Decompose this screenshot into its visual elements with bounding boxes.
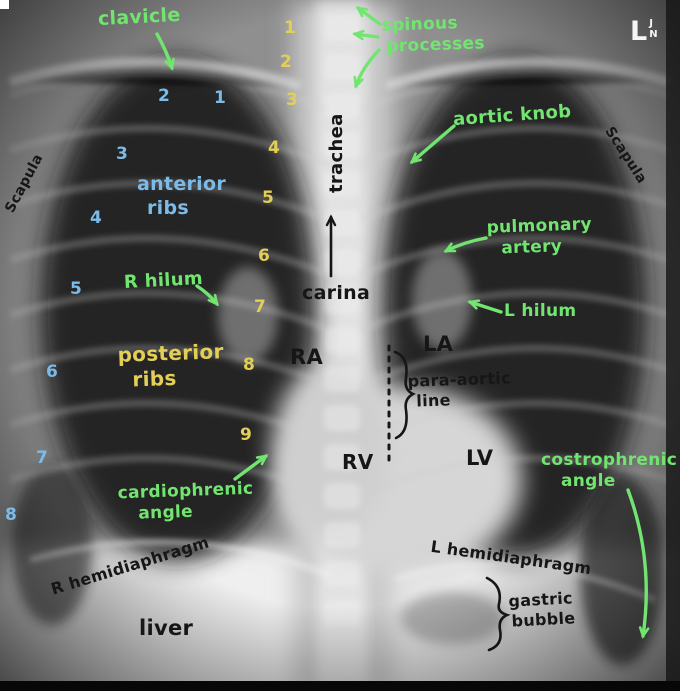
anterior-ribs-line2: ribs [147, 196, 189, 219]
anterior-rib-number-8: 8 [5, 505, 17, 525]
trachea-label: trachea [325, 113, 347, 194]
spinous-process-arrow-top-icon [355, 6, 382, 26]
posterior-rib-number-4: 4 [268, 138, 280, 158]
costophrenic-angle-arrow-icon [626, 488, 650, 639]
aortic-knob-arrow-icon [409, 124, 456, 164]
para-aortic-brace-icon [393, 350, 416, 440]
para-aortic-line2: line [416, 390, 452, 411]
gastric-bubble-brace-icon [485, 576, 511, 652]
clavicle-arrow-icon [155, 32, 175, 71]
posterior-ribs-line1: posterior [117, 339, 225, 367]
spinous-processes-label: spinous processes [381, 12, 485, 58]
film-side-marker: L J N [630, 18, 658, 45]
initial-n: N [649, 29, 658, 40]
posterior-rib-number-6: 6 [258, 246, 270, 266]
rv-label: RV [342, 450, 374, 474]
costophrenic-angle-line2: angle [561, 471, 616, 492]
posterior-ribs-line2: ribs [132, 365, 177, 392]
initial-j: J [649, 18, 653, 29]
liver-label: liver [139, 616, 194, 640]
posterior-rib-number-7: 7 [254, 297, 266, 317]
r-hilum-label: R hilum [123, 267, 204, 294]
r-hilum-arrow-icon [195, 284, 219, 307]
gastric-bubble-line2: bubble [511, 608, 576, 631]
anterior-rib-number-4: 4 [90, 208, 102, 228]
anterior-rib-number-1: 1 [214, 88, 226, 108]
posterior-rib-number-9: 9 [240, 425, 252, 445]
clavicle-label: clavicle [97, 3, 182, 31]
pulmonary-artery-line2: artery [501, 236, 563, 259]
costophrenic-angle-line1: costrophrenic [541, 450, 678, 470]
spinous-process-arrow-bottom-icon [353, 48, 381, 89]
anterior-rib-number-5: 5 [70, 279, 82, 299]
anterior-rib-number-3: 3 [116, 144, 128, 164]
left-marker-letter: L [630, 16, 648, 47]
anterior-ribs-line1: anterior [137, 173, 227, 195]
l-hilum-arrow-icon [467, 299, 503, 314]
spinous-process-arrow-middle-icon [352, 29, 380, 41]
spinous-processes-line2: processes [386, 33, 486, 57]
lv-label: LV [466, 446, 494, 470]
ra-label: RA [290, 345, 324, 369]
posterior-rib-number-5: 5 [262, 188, 274, 208]
anterior-rib-number-6: 6 [46, 362, 58, 382]
cardiophrenic-angle-arrow-icon [233, 454, 269, 481]
pulmonary-artery-line1: pulmonary [486, 214, 593, 238]
cardiophrenic-angle-line2: angle [138, 502, 194, 524]
posterior-rib-number-2: 2 [280, 52, 292, 72]
posterior-rib-number-8: 8 [243, 355, 255, 375]
posterior-rib-number-3: 3 [286, 90, 298, 110]
pulmonary-artery-arrow-icon [443, 236, 488, 253]
la-label: LA [423, 332, 454, 356]
carina-label: carina [302, 282, 371, 304]
para-aortic-line1: para-aortic [407, 368, 512, 391]
anterior-rib-number-2: 2 [158, 86, 170, 106]
anterior-rib-number-7: 7 [36, 448, 48, 468]
posterior-rib-number-1: 1 [284, 18, 296, 38]
l-hilum-label: L hilum [504, 301, 577, 321]
